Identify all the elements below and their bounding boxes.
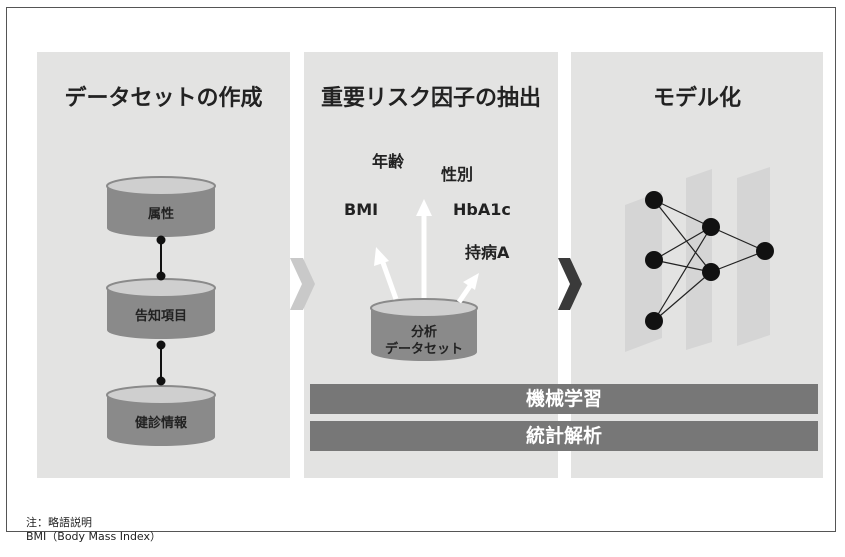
- machine-learning-bar: 機械学習: [310, 384, 818, 414]
- panel-title-modeling: モデル化: [652, 86, 741, 111]
- factor-hba1c: HbA1c: [453, 200, 511, 219]
- statistical-analysis-bar: 統計解析: [310, 421, 818, 451]
- connector-1: [156, 235, 166, 281]
- cylinder-notification-shape: [106, 278, 216, 339]
- panel-title-risk-factor-extraction: 重要リスク因子の抽出: [320, 86, 541, 111]
- note-heading: 注：略語説明: [26, 516, 92, 529]
- nn-node-input-3: [645, 312, 663, 330]
- cylinder-analysis-shape: [370, 298, 478, 361]
- factor-sex: 性別: [441, 165, 474, 184]
- factor-arrows: [374, 199, 479, 304]
- connector-2: [156, 340, 166, 386]
- notes: 注：略語説明 BMI（Body Mass Index）: [26, 516, 161, 544]
- nn-node-input-2: [645, 251, 663, 269]
- factor-age: 年齢: [372, 152, 405, 171]
- dataset-notification: 告知項目: [134, 309, 187, 324]
- panel-title-dataset-creation: データセットの作成: [64, 86, 263, 111]
- nn-node-hidden-1: [702, 218, 720, 236]
- note-bmi: BMI（Body Mass Index）: [26, 530, 162, 543]
- nn-node-input-1: [645, 191, 663, 209]
- diagram-frame: [6, 7, 836, 532]
- nn-layer-band-2: [686, 169, 712, 350]
- neural-network: [625, 167, 774, 352]
- dataset-health-check: 健診情報: [134, 416, 187, 431]
- factor-bmi: BMI: [344, 200, 379, 219]
- cylinder-attribute-shape: [106, 176, 216, 237]
- cylinder-health-check-shape: [106, 385, 216, 446]
- nn-layer-band-3: [737, 167, 770, 346]
- nn-layer-band-1: [625, 191, 662, 352]
- analysis-dataset-line2: データセット: [384, 342, 463, 357]
- nn-node-hidden-2: [702, 263, 720, 281]
- chevron-right-light-icon: [290, 258, 315, 310]
- nn-node-output: [756, 242, 774, 260]
- chevron-right-dark-icon: [558, 258, 582, 310]
- analysis-dataset-line1: 分析: [410, 325, 437, 340]
- dataset-attribute: 属性: [147, 207, 174, 222]
- factor-disease: 持病A: [465, 243, 510, 262]
